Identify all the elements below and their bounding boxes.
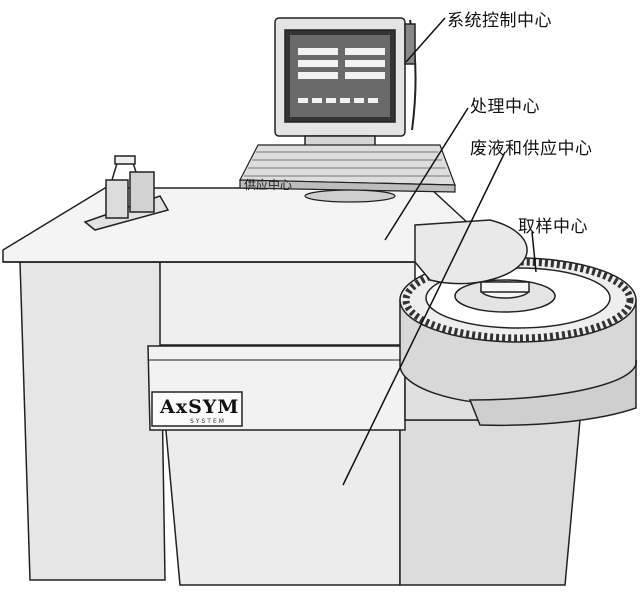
leader-waste-supply <box>342 151 506 486</box>
leader-processing <box>384 107 469 241</box>
label-supply-small: 供应中心 <box>244 178 293 192</box>
leader-system-control <box>405 17 446 63</box>
brand-logo: AxSYM <box>160 396 240 418</box>
monitor <box>274 17 417 147</box>
brand-subtitle: SYSTEM <box>190 418 226 425</box>
label-system-control: 系统控制中心 <box>447 11 552 31</box>
label-processing: 处理中心 <box>470 97 540 117</box>
leader-lines <box>342 17 537 486</box>
sample-carousel <box>399 257 637 427</box>
processing-tray <box>414 219 528 285</box>
front-drawer <box>147 345 406 431</box>
keyboard <box>239 144 456 203</box>
label-waste-supply: 废液和供应中心 <box>470 139 593 159</box>
supply-rack <box>83 155 170 231</box>
leader-sampling <box>531 231 537 273</box>
label-sampling: 取样中心 <box>518 217 588 237</box>
